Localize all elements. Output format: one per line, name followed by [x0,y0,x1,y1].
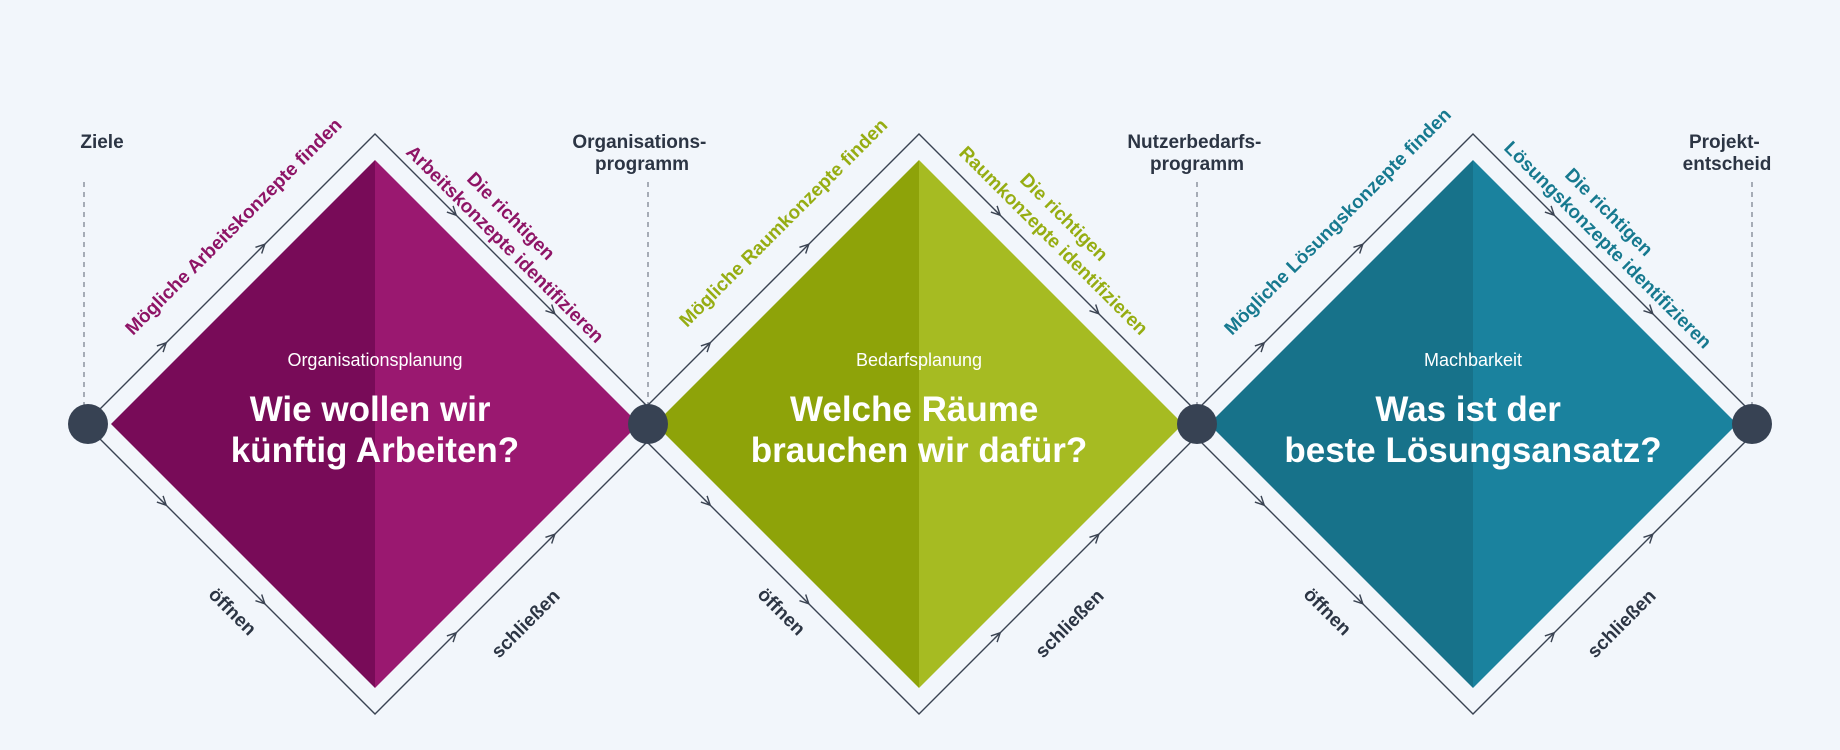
phase-question: Wie wollen wir künftig Arbeiten? [231,390,519,470]
direction-arrow [1548,209,1554,215]
open-label: öffnen [1299,584,1355,640]
direction-arrow [1258,343,1264,349]
milestone-label: Ziele [80,132,123,153]
milestone-labels: Ziele Organisations- programm Nutzerbeda… [80,132,1771,175]
phase-name: Organisationsplanung [287,350,462,370]
direction-arrow [450,209,456,215]
phase-diamond-right [1473,160,1737,688]
close-label: schließen [1584,586,1661,663]
phase-texts: Organisationsplanung Wie wollen wir künf… [231,350,1662,470]
diamond-fills [111,160,1737,688]
direction-arrow [994,209,1000,215]
direction-arrow [1647,308,1653,314]
phase-diamond-left [1209,160,1473,688]
phase-name: Machbarkeit [1424,350,1522,370]
milestone-node [1732,404,1772,444]
phase-outline [1182,133,1764,715]
direction-arrow [450,633,456,639]
phase-diamond-left [111,160,375,688]
open-label: öffnen [204,584,260,640]
direction-arrow [1647,534,1653,540]
direction-arrow [1093,308,1099,314]
phase-diamond-right [375,160,639,688]
direction-arrow [803,244,809,250]
direction-arrow [994,633,1000,639]
milestone-label: Organisations- programm [572,132,711,175]
phase-name: Bedarfsplanung [856,350,982,370]
milestone-guides [83,182,1753,405]
phase-outline [84,133,666,715]
direction-arrow [1258,499,1264,505]
direction-arrow [160,499,166,505]
milestone-label: Nutzerbedarfs- programm [1127,132,1266,175]
milestone-node [68,404,108,444]
direction-arrow [704,343,710,349]
direction-arrow [160,343,166,349]
milestone-label: Projekt- entscheid [1683,132,1772,175]
direction-arrow [259,244,265,250]
milestone-nodes [68,404,1772,444]
phase-diamond-left [655,160,919,688]
close-label: schließen [1032,586,1109,663]
direction-arrow [1357,598,1363,604]
direction-arrow [549,308,555,314]
milestone-node [1177,404,1217,444]
open-label: öffnen [753,584,809,640]
milestone-node [628,404,668,444]
diamond-outline [84,133,1764,715]
direction-arrow [549,534,555,540]
direction-arrow [259,598,265,604]
direction-arrow [1093,534,1099,540]
phase-question: Was ist der beste Lösungsansatz? [1284,390,1661,470]
direction-arrow [1548,633,1554,639]
direction-arrow [803,598,809,604]
phase-diamond-right [919,160,1183,688]
phase-question: Welche Räume brauchen wir dafür? [751,390,1087,470]
direction-arrow [704,499,710,505]
direction-arrow [1357,244,1363,250]
phase-outline [628,133,1210,715]
close-label: schließen [488,586,565,663]
